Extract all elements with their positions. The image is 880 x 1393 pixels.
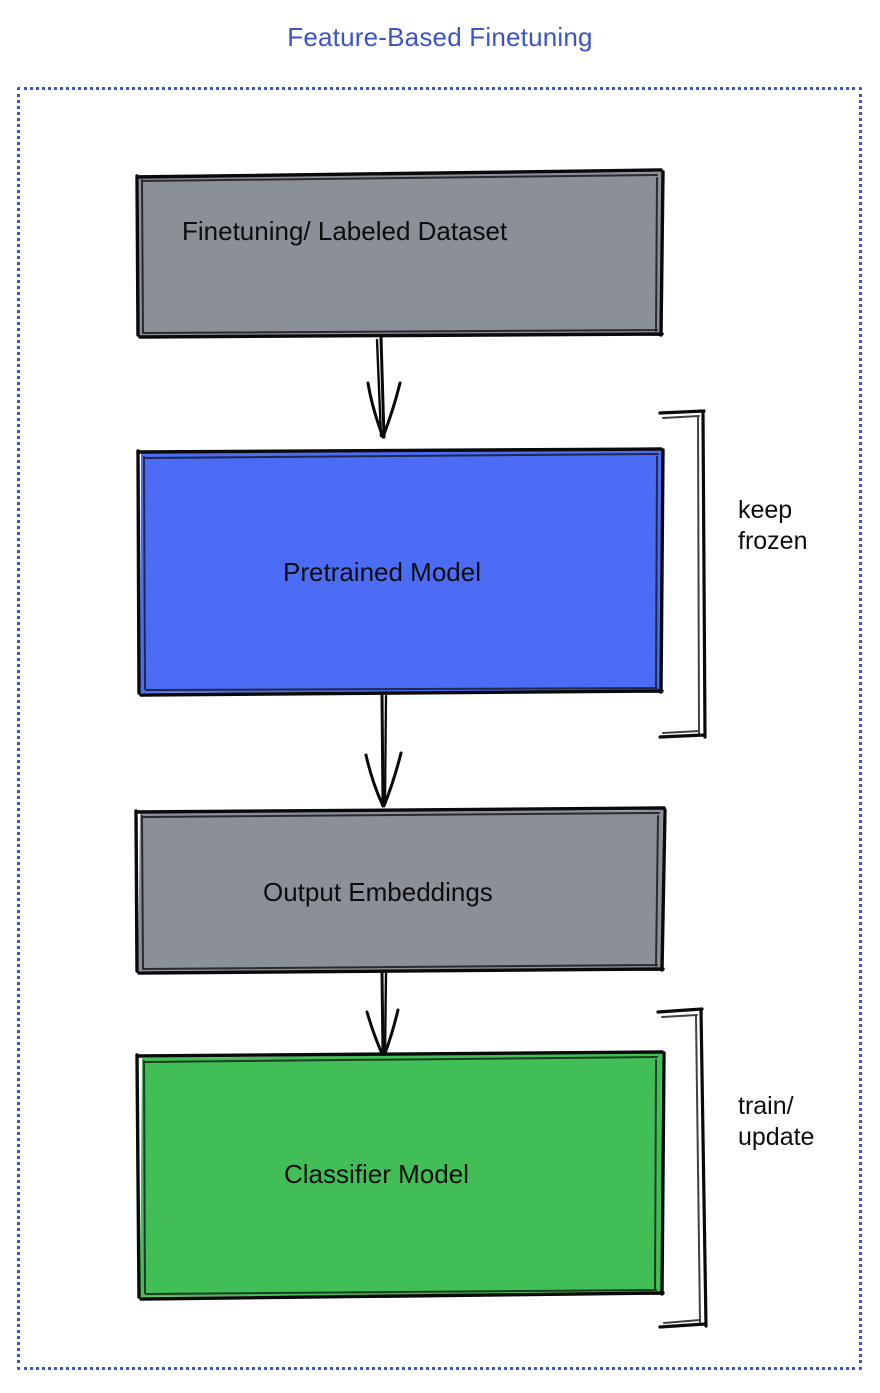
page-title: Feature-Based Finetuning: [287, 22, 593, 52]
dashed-boundary-frame: [17, 87, 862, 1370]
annotation-keep-frozen-label: keep frozen: [738, 496, 808, 555]
annotation-train-update-label: train/ update: [738, 1092, 815, 1151]
